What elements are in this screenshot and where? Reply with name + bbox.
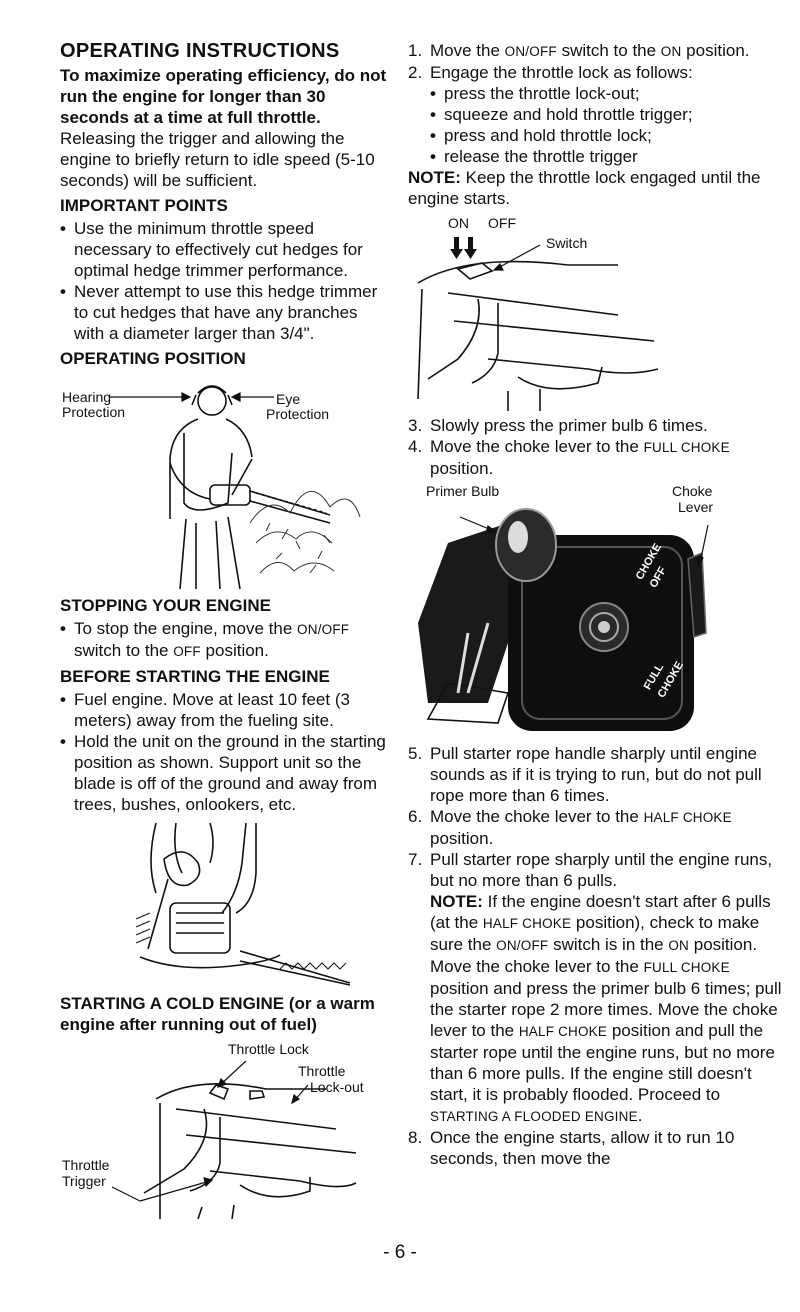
list-item: Hold the unit on the ground in the start…	[60, 731, 390, 815]
switch-label: Switch	[546, 235, 588, 251]
before-starting-heading: BEFORE STARTING THE ENGINE	[60, 667, 330, 686]
operating-instructions-title: OPERATING INSTRUCTIONS	[60, 40, 340, 62]
eye-label: Eye	[276, 391, 301, 407]
operator-illustration	[110, 385, 361, 590]
switch-illustration	[417, 237, 659, 411]
step-5: 5.Pull starter rope handle sharply until…	[408, 744, 762, 805]
lead-warning: To maximize operating efficiency, do not…	[60, 66, 387, 127]
important-points-list: Use the minimum throttle speed necessary…	[60, 218, 390, 344]
before-starting-list: Fuel engine. Move at least 10 feet (3 me…	[60, 689, 390, 815]
starting-cold-engine-heading: STARTING A COLD ENGINE (or a warm engine…	[60, 994, 375, 1034]
step-1: 1.Move the ON/OFF switch to the ON posit…	[408, 41, 750, 60]
lever-label: Lever	[678, 499, 714, 515]
operating-position-figure: Hearing Protection Eye Protection	[60, 373, 390, 591]
throttle-illustration	[111, 1060, 357, 1219]
steps-list-a: 1.Move the ON/OFF switch to the ON posit…	[408, 40, 788, 83]
left-column: OPERATING INSTRUCTIONS To maximize opera…	[60, 40, 390, 1223]
throttle-lock-substeps: press the throttle lock-out; squeeze and…	[430, 83, 788, 167]
choke-illustration	[418, 508, 709, 731]
hearing-protection-label: Protection	[62, 404, 126, 420]
choke-figure: Primer Bulb Choke Lever CHOKE OFF FULL C…	[408, 483, 788, 739]
page-number: - 6 -	[383, 1242, 417, 1263]
note-keep-throttle: NOTE: Keep the throttle lock engaged unt…	[408, 168, 761, 208]
starting-position-illustration	[135, 822, 351, 986]
list-item: Never attempt to use this hedge trimmer …	[60, 281, 390, 344]
throttle-lockout-label-2: Lock-out	[310, 1079, 364, 1095]
list-item: Use the minimum throttle speed necessary…	[60, 218, 390, 281]
important-points-heading: IMPORTANT POINTS	[60, 196, 228, 215]
list-item: release the throttle trigger	[430, 146, 788, 167]
steps-list-c: 5.Pull starter rope handle sharply until…	[408, 743, 788, 1169]
switch-off-label: OFF	[488, 215, 516, 231]
step-6: 6.Move the choke lever to the HALF CHOKE…	[408, 807, 732, 848]
list-item: press and hold throttle lock;	[430, 125, 788, 146]
list-item: To stop the engine, move the ON/OFF swit…	[60, 618, 390, 662]
steps-list-b: 3.Slowly press the primer bulb 6 times. …	[408, 415, 788, 479]
right-column: 1.Move the ON/OFF switch to the ON posit…	[408, 40, 788, 1169]
eye-protection-label: Protection	[266, 406, 330, 422]
stopping-engine-list: To stop the engine, move the ON/OFF swit…	[60, 618, 390, 662]
switch-figure: ON OFF Switch	[408, 213, 788, 411]
step-3: 3.Slowly press the primer bulb 6 times.	[408, 416, 708, 435]
step-7: 7.Pull starter rope sharply until the en…	[408, 849, 788, 1127]
step-4: 4.Move the choke lever to the FULL CHOKE…	[408, 437, 730, 478]
lead-body: Releasing the trigger and allowing the e…	[60, 129, 375, 190]
primer-bulb-label: Primer Bulb	[426, 483, 500, 499]
list-item: Fuel engine. Move at least 10 feet (3 me…	[60, 689, 390, 731]
starting-position-figure	[60, 819, 390, 989]
list-item: squeeze and hold throttle trigger;	[430, 104, 788, 125]
throttle-lockout-label-1: Throttle	[298, 1063, 346, 1079]
stopping-engine-heading: STOPPING YOUR ENGINE	[60, 596, 271, 615]
throttle-trigger-label-2: Trigger	[62, 1173, 106, 1189]
choke-label: Choke	[672, 483, 713, 499]
note-not-starting: NOTE: If the engine doesn't start after …	[430, 892, 782, 1125]
switch-on-label: ON	[448, 215, 469, 231]
throttle-figure: Throttle Lock Throttle Lock-out Throttle…	[60, 1039, 390, 1219]
hearing-label: Hearing	[62, 389, 112, 405]
throttle-trigger-label-1: Throttle	[62, 1157, 110, 1173]
step-8: 8.Once the engine starts, allow it to ru…	[408, 1128, 735, 1168]
step-2: 2.Engage the throttle lock as follows:	[408, 63, 693, 82]
throttle-lock-label: Throttle Lock	[228, 1041, 309, 1057]
operating-position-heading: OPERATING POSITION	[60, 349, 246, 368]
list-item: press the throttle lock-out;	[430, 83, 788, 104]
